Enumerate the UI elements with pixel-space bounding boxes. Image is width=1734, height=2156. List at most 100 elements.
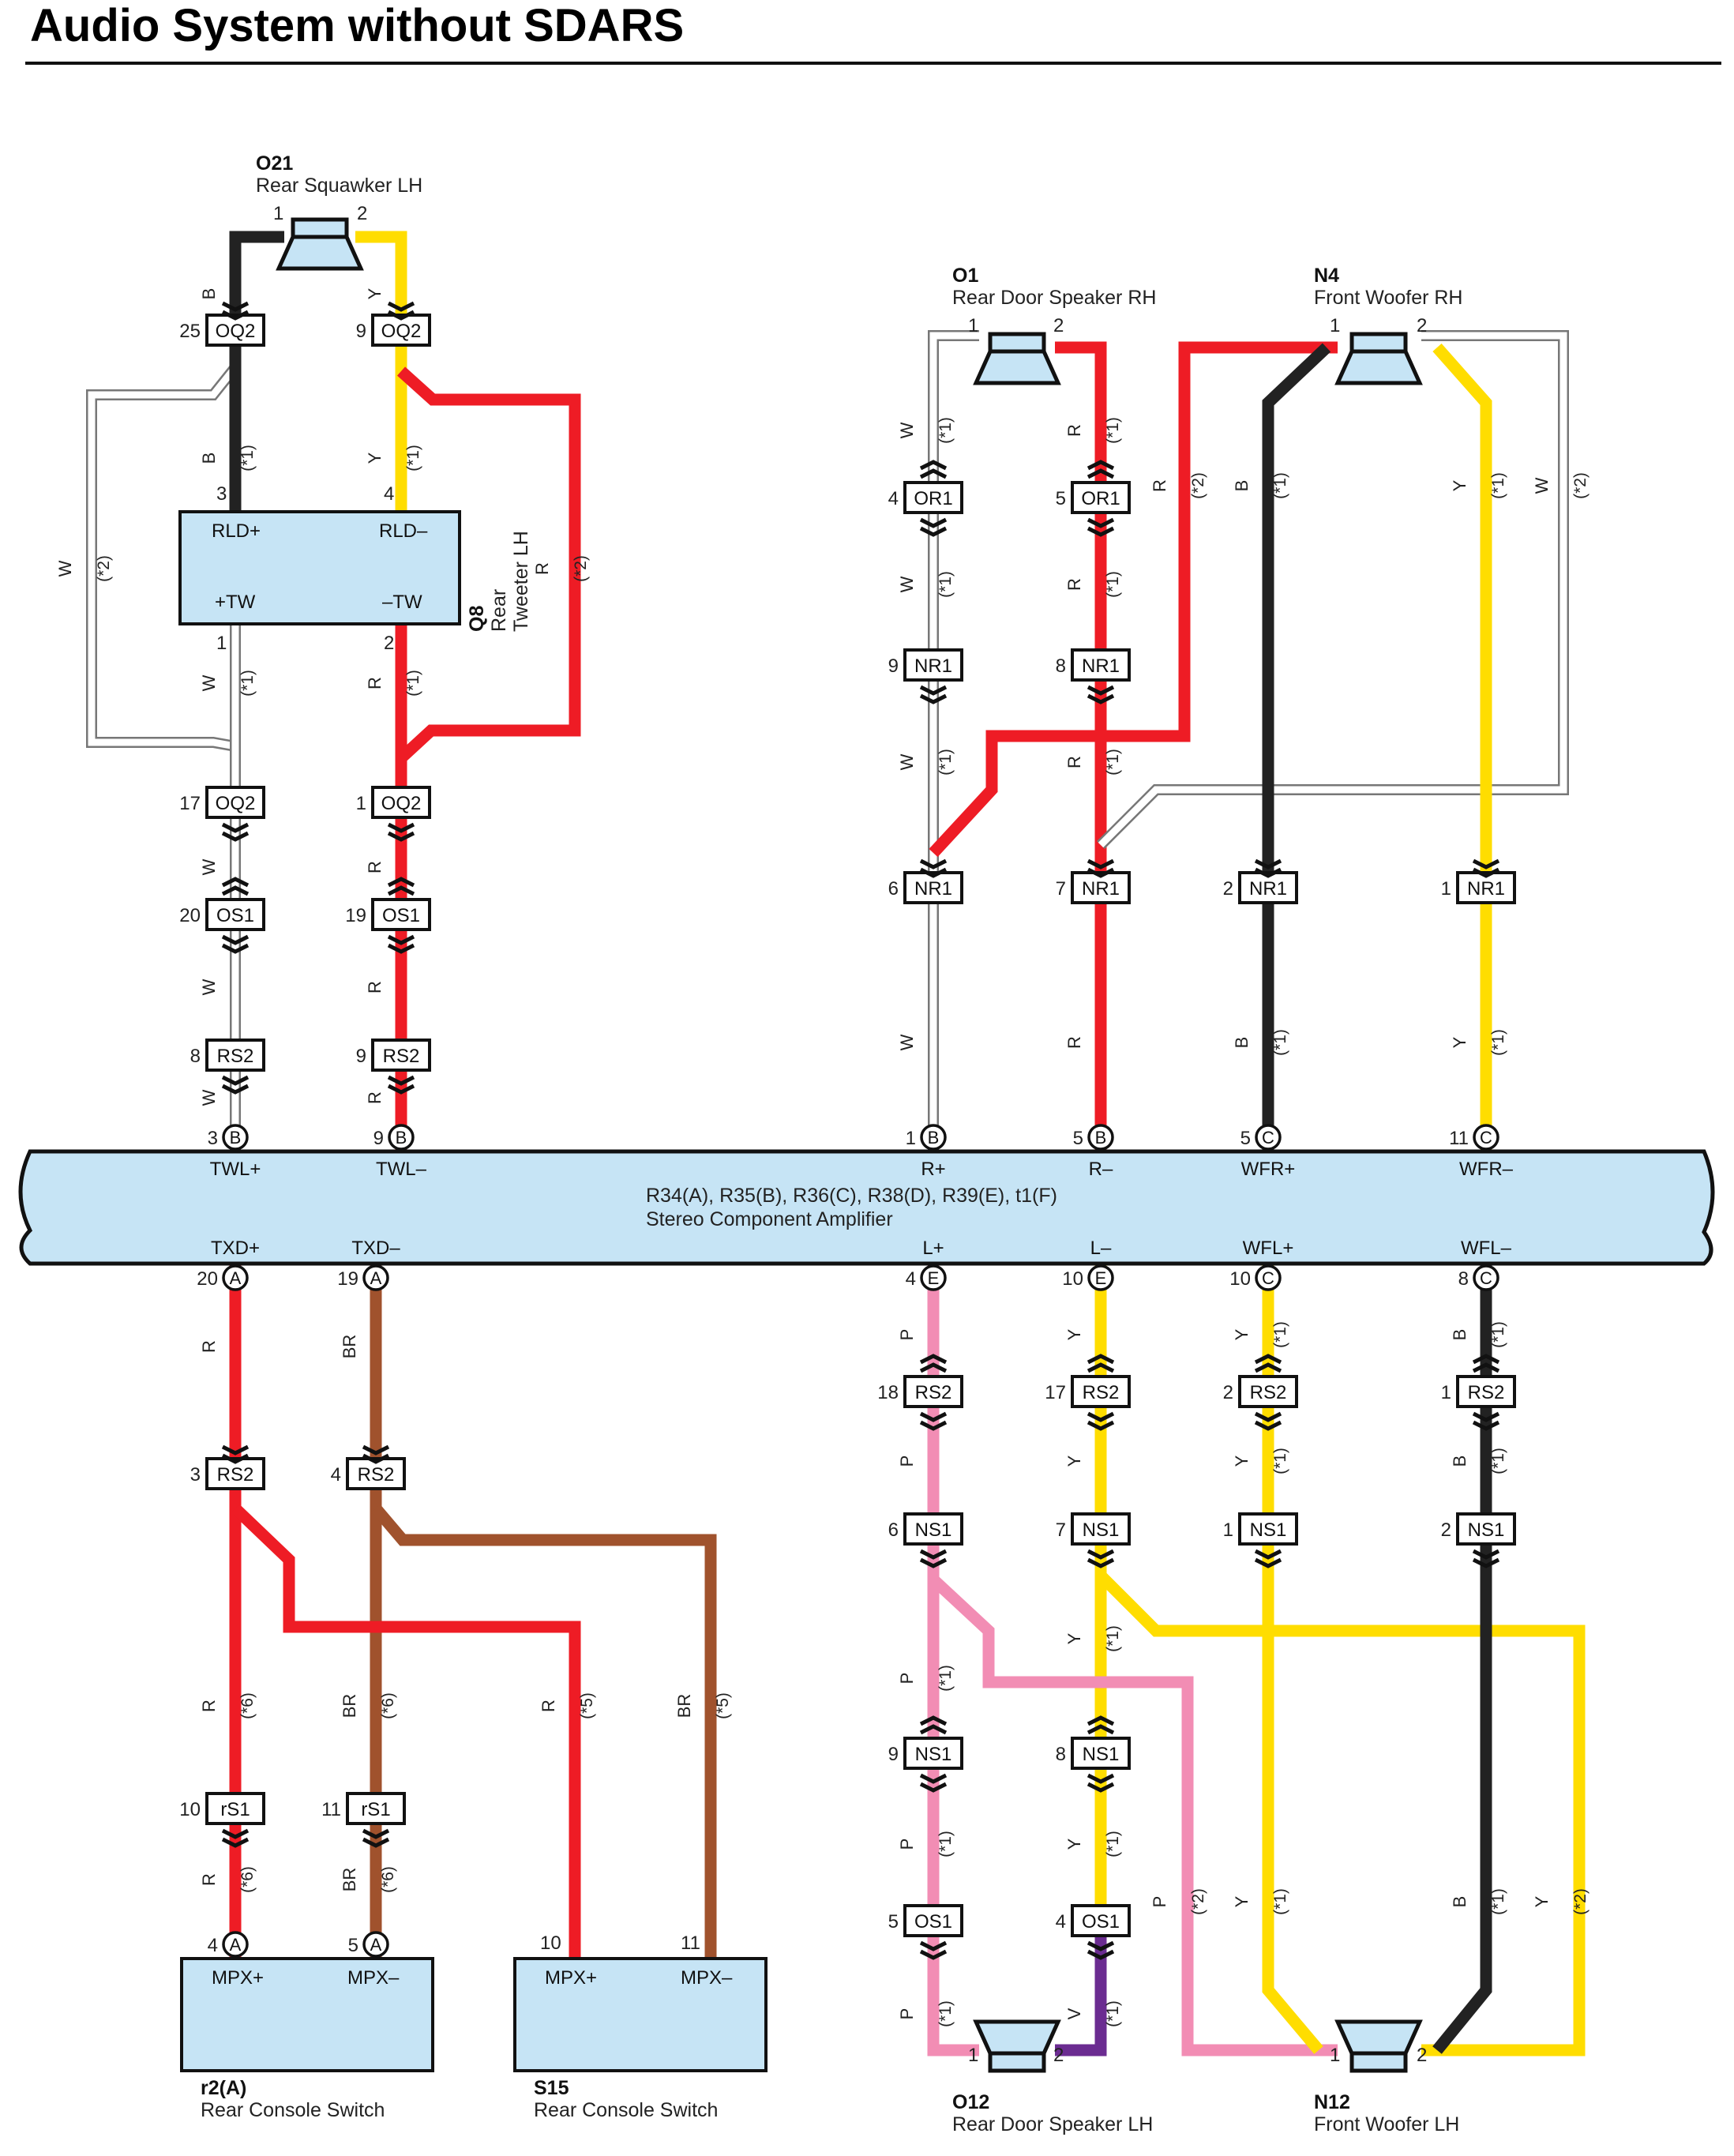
page-title: Audio System without SDARS bbox=[30, 0, 684, 51]
svg-text:4: 4 bbox=[906, 1268, 916, 1290]
wire-label-p: P(*1) bbox=[897, 2000, 955, 2027]
svg-text:rS1: rS1 bbox=[361, 1799, 390, 1820]
svg-text:W: W bbox=[199, 674, 219, 691]
svg-text:20: 20 bbox=[179, 905, 201, 926]
svg-text:A: A bbox=[230, 1935, 242, 1955]
svg-text:RS2: RS2 bbox=[1468, 1382, 1505, 1403]
svg-text:(*1): (*1) bbox=[936, 749, 955, 776]
svg-text:8: 8 bbox=[1056, 655, 1066, 677]
amp-label-bottom-2: L+ bbox=[922, 1238, 944, 1259]
q8-tw-minus: –TW bbox=[382, 592, 422, 613]
wire-label-y: Y(*1) bbox=[1064, 1831, 1122, 1857]
wire-label-w: W(*1) bbox=[199, 670, 257, 697]
svg-text:P: P bbox=[897, 1455, 917, 1467]
wire-label-p: P(*2) bbox=[1150, 1888, 1207, 1915]
svg-text:NR1: NR1 bbox=[1082, 878, 1120, 900]
svg-text:W: W bbox=[199, 858, 219, 875]
svg-text:5: 5 bbox=[1240, 1128, 1251, 1149]
wire-s15-mpx-plus-r bbox=[231, 1504, 581, 1959]
wire-label-r: R bbox=[365, 861, 385, 873]
svg-text:2: 2 bbox=[1223, 878, 1233, 900]
svg-text:OS1: OS1 bbox=[216, 905, 254, 926]
svg-text:5: 5 bbox=[1056, 488, 1066, 509]
svg-text:9: 9 bbox=[888, 655, 899, 677]
svg-text:R: R bbox=[1064, 578, 1084, 591]
o21-id: O21 bbox=[256, 152, 293, 175]
svg-text:R: R bbox=[365, 861, 385, 873]
connector-nr1-7: NR1 7 bbox=[1056, 858, 1131, 904]
wire-r-plus-w-outline bbox=[928, 330, 979, 1151]
svg-text:(*1): (*1) bbox=[1104, 749, 1122, 776]
svg-text:E: E bbox=[1095, 1268, 1107, 1288]
svg-text:25: 25 bbox=[179, 321, 201, 342]
amp-terminal-twl-top: B9 bbox=[373, 1124, 415, 1151]
svg-text:3: 3 bbox=[190, 1464, 201, 1486]
svg-text:R: R bbox=[199, 1700, 219, 1712]
svg-text:7: 7 bbox=[1056, 878, 1066, 900]
amp-terminal-r-top: B5 bbox=[1073, 1124, 1114, 1151]
svg-text:1: 1 bbox=[906, 1128, 916, 1149]
svg-text:9: 9 bbox=[356, 1046, 366, 1067]
svg-text:(*2): (*2) bbox=[572, 555, 590, 582]
svg-text:W: W bbox=[199, 978, 219, 995]
amp-terminal-wfl-bottom: C10 bbox=[1229, 1264, 1282, 1291]
o12-name: Rear Door Speaker LH bbox=[952, 2113, 1153, 2135]
n12-pin-2: 2 bbox=[1417, 2045, 1427, 2066]
svg-text:(*1): (*1) bbox=[1104, 571, 1122, 598]
svg-text:9: 9 bbox=[356, 321, 366, 342]
s15-id: S15 bbox=[534, 2077, 569, 2099]
svg-text:NR1: NR1 bbox=[914, 878, 952, 900]
o1-pin-2: 2 bbox=[1053, 315, 1064, 336]
svg-text:B: B bbox=[1450, 1896, 1469, 1908]
svg-text:OQ2: OQ2 bbox=[216, 793, 256, 814]
wire-wfl-minus-b bbox=[1432, 1264, 1492, 2054]
svg-text:Y: Y bbox=[1450, 479, 1469, 491]
amp-terminal-wfr-top: C5 bbox=[1240, 1124, 1282, 1151]
s15-mpx-plus: MPX+ bbox=[545, 1967, 597, 1989]
svg-text:BR: BR bbox=[340, 1335, 359, 1359]
svg-text:B: B bbox=[1450, 1455, 1469, 1467]
svg-text:17: 17 bbox=[179, 793, 201, 814]
wire-label-br: BR bbox=[340, 1335, 359, 1359]
svg-text:(*1): (*1) bbox=[936, 571, 955, 598]
svg-text:(*1): (*1) bbox=[936, 1665, 955, 1692]
wire-r-minus-r bbox=[1055, 341, 1107, 1151]
wire-label-br: BR(*5) bbox=[674, 1692, 732, 1719]
svg-text:P: P bbox=[897, 1839, 917, 1850]
wire-label-r: R(*1) bbox=[365, 670, 422, 697]
q8-label: Q8 Rear Tweeter LH bbox=[466, 531, 532, 632]
svg-text:Y: Y bbox=[1232, 1328, 1252, 1340]
amp-terminal-l-bottom: E10 bbox=[1062, 1264, 1114, 1291]
svg-text:3: 3 bbox=[208, 1128, 218, 1149]
wire-label-r: R(*6) bbox=[199, 1866, 257, 1893]
wire-label-br: BR(*6) bbox=[340, 1866, 397, 1893]
svg-text:9: 9 bbox=[888, 1744, 899, 1765]
o21-rear-squawker-lh-symbol bbox=[276, 217, 364, 271]
svg-text:19: 19 bbox=[337, 1268, 358, 1290]
svg-text:BR: BR bbox=[340, 1694, 359, 1718]
svg-text:(*1): (*1) bbox=[1104, 1831, 1122, 1857]
wire-rld-plus-b bbox=[229, 231, 284, 513]
svg-text:(*1): (*1) bbox=[404, 670, 422, 697]
o12-id: O12 bbox=[952, 2091, 989, 2113]
svg-text:C: C bbox=[1262, 1268, 1274, 1288]
svg-text:Y: Y bbox=[1064, 1632, 1084, 1644]
svg-text:(*6): (*6) bbox=[379, 1692, 397, 1719]
amp-terminal-txd-bottom: A20 bbox=[197, 1264, 249, 1291]
svg-text:P: P bbox=[897, 2008, 917, 2020]
svg-text:R: R bbox=[199, 1873, 219, 1886]
q8-rld-minus: RLD– bbox=[379, 520, 428, 542]
amp-terminal-txd-bottom: A19 bbox=[337, 1264, 389, 1291]
svg-text:NS1: NS1 bbox=[1083, 1519, 1120, 1541]
svg-text:Y: Y bbox=[1532, 1895, 1552, 1907]
